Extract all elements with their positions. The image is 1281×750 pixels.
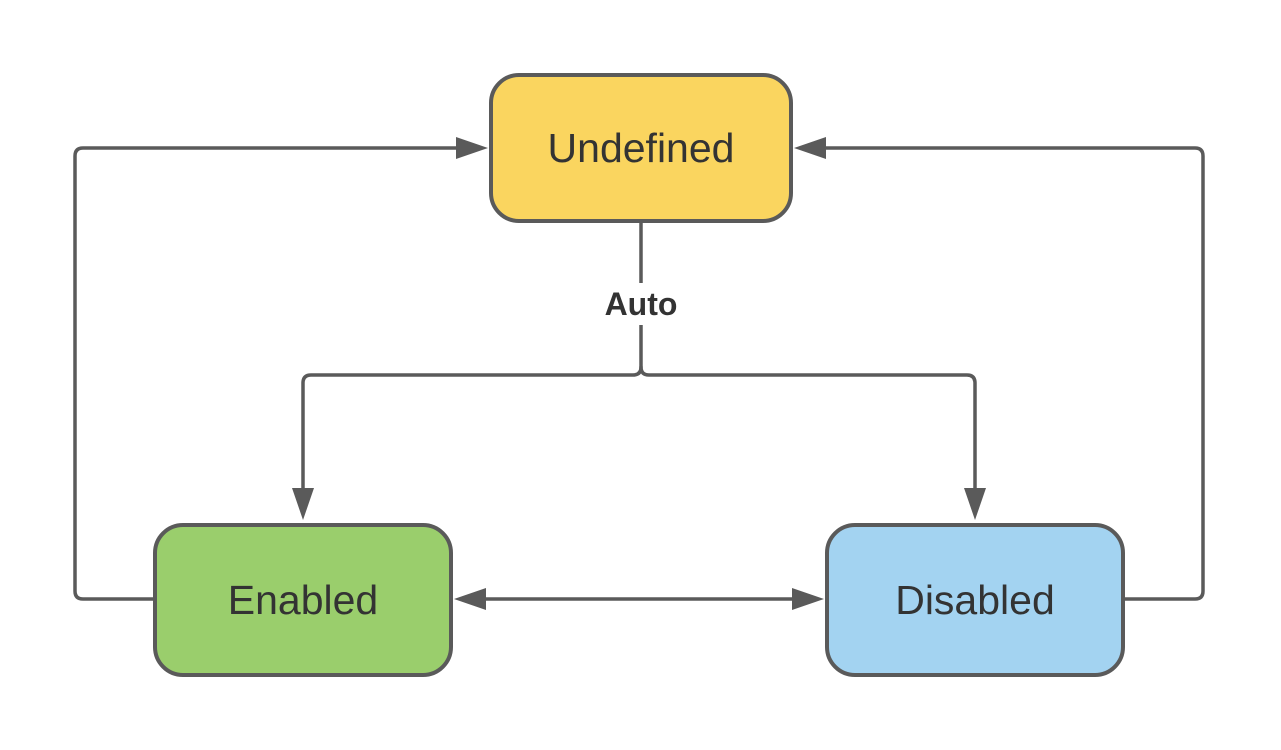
edge-enabled-to-undefined-path: [73, 146, 460, 601]
edge-undefined-to-enabled-path: [301, 221, 643, 492]
state-label-disabled: Disabled: [895, 576, 1055, 623]
state-label-enabled: Enabled: [227, 576, 379, 623]
arrowhead-down-enabled: [292, 488, 314, 520]
arrowhead-left-enabled: [454, 588, 486, 610]
arrowhead-right-disabled: [792, 588, 824, 610]
arrowhead-right-undefined: [456, 137, 488, 159]
state-node-undefined: Undefined: [489, 73, 793, 223]
edge-disabled-to-undefined-path: [822, 146, 1205, 601]
edge-label-auto: Auto: [596, 283, 686, 325]
edge-undefined-to-disabled-path: [639, 365, 977, 492]
state-node-disabled: Disabled: [825, 523, 1125, 677]
arrowhead-left-undefined: [794, 137, 826, 159]
arrowhead-down-disabled: [964, 488, 986, 520]
state-node-enabled: Enabled: [153, 523, 453, 677]
state-label-undefined: Undefined: [547, 124, 735, 171]
